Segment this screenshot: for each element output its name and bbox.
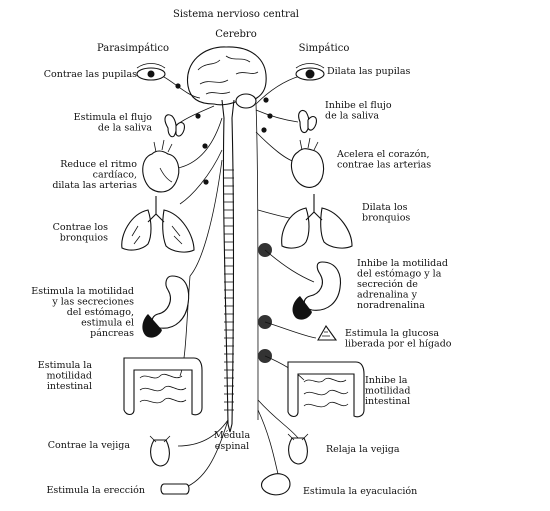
sympathetic-label-intestine-line: Inhibe la xyxy=(365,375,408,386)
sympathetic-label-genitals-line: Estimula la eyaculación xyxy=(303,486,417,497)
parasympathetic-nerves xyxy=(157,73,229,489)
parasympathetic-label-bladder-line: Contrae la vejiga xyxy=(48,440,131,451)
spinal-cord xyxy=(222,117,235,433)
sympathetic-label-heart: Acelera el corazón,contrae las arterias xyxy=(336,149,431,171)
sympathetic-label-eye: Dilata las pupilas xyxy=(327,66,410,77)
sympathetic-label-heart-line: contrae las arterias xyxy=(337,160,431,171)
sympathetic-label-stomach-line: Inhibe la motilidad xyxy=(357,258,448,269)
parasympathetic-label-genitals-line: Estimula la erección xyxy=(46,485,145,496)
spinal-label-line-2: espinal xyxy=(215,441,249,452)
sympathetic-label-intestine-line: motilidad xyxy=(365,386,411,397)
sympathetic-label-intestine-line: intestinal xyxy=(365,396,410,407)
sympathetic-label-liver-line: Estimula la glucosa xyxy=(345,328,439,339)
sympathetic-label-salivary-gland-line: Inhibe el flujo xyxy=(325,100,392,111)
brain-illustration xyxy=(186,46,267,119)
brain-label: Cerebro xyxy=(215,29,256,40)
genitals-right-illustration xyxy=(260,473,291,496)
bladder-left-illustration xyxy=(149,435,171,467)
spinal-label-line-1: Médula xyxy=(214,430,251,441)
parasympathetic-label-eye-line: Contrae las pupilas xyxy=(44,69,137,80)
parasympathetic-label-heart-line: Reduce el ritmo xyxy=(60,159,137,170)
sympathetic-label-stomach-line: del estómago y la xyxy=(357,269,442,280)
parasympathetic-label-lungs-line: bronquios xyxy=(60,233,108,244)
parasympathetic-label-intestine-line: Estimula la xyxy=(38,360,93,371)
sympathetic-nerves xyxy=(255,75,317,483)
sympathetic-chain xyxy=(255,103,272,421)
eye-left-illustration xyxy=(136,63,166,81)
salivary-gland-left-illustration xyxy=(164,114,185,138)
sympathetic-label-bladder: Relaja la vejiga xyxy=(326,444,400,455)
sympathetic-label-stomach-line: noradrenalina xyxy=(357,300,425,311)
parasympathetic-label-stomach-line: del estómago, xyxy=(67,307,134,318)
parasympathetic-label-heart-line: dilata las arterias xyxy=(52,180,137,191)
parasympathetic-label-heart-line: cardíaco, xyxy=(93,170,137,181)
salivary-gland-right-illustration xyxy=(298,109,317,134)
sympathetic-label-lungs-line: Dilata los xyxy=(362,202,408,213)
parasympathetic-heading: Parasimpático xyxy=(97,43,169,54)
sympathetic-label-liver-line: liberada por el hígado xyxy=(345,339,452,350)
parasympathetic-label-stomach-line: estimula el xyxy=(81,318,134,329)
liver-right-illustration xyxy=(317,324,338,341)
parasympathetic-label-eye: Contrae las pupilas xyxy=(44,69,137,80)
genitals-left-illustration xyxy=(160,483,190,495)
lungs-left-illustration xyxy=(121,196,195,253)
parasympathetic-label-salivary-gland-line: Estimula el flujo xyxy=(74,112,153,123)
parasympathetic-label-lungs-line: Contrae los xyxy=(53,222,109,233)
sympathetic-label-bladder-line: Relaja la vejiga xyxy=(326,444,400,455)
intestine-left-illustration xyxy=(123,357,203,416)
parasympathetic-label-intestine-line: intestinal xyxy=(47,381,92,392)
diagram-title: Sistema nervioso central xyxy=(173,9,299,20)
intestine-right-illustration xyxy=(287,361,365,418)
heart-right-illustration xyxy=(290,137,325,188)
sympathetic-label-stomach-line: adrenalina y xyxy=(357,290,418,301)
sympathetic-label-stomach-line: secreción de xyxy=(357,279,418,290)
parasympathetic-label-stomach-line: páncreas xyxy=(90,328,134,339)
bladder-right-illustration xyxy=(287,433,309,465)
stomach-right-illustration xyxy=(292,261,342,320)
parasympathetic-label-salivary-gland-line: de la saliva xyxy=(98,123,152,134)
parasympathetic-label-stomach-line: Estimula la motilidad xyxy=(31,286,134,297)
sympathetic-label-heart-line: Acelera el corazón, xyxy=(336,149,429,160)
parasympathetic-label-genitals: Estimula la erección xyxy=(46,485,145,496)
lungs-right-illustration xyxy=(281,194,353,249)
sympathetic-label-lungs-line: bronquios xyxy=(362,213,410,224)
eye-right-illustration xyxy=(295,63,325,81)
stomach-left-illustration xyxy=(142,275,190,338)
sympathetic-label-genitals: Estimula la eyaculación xyxy=(303,486,417,497)
sympathetic-label-eye-line: Dilata las pupilas xyxy=(327,66,410,77)
parasympathetic-label-stomach-line: y las secreciones xyxy=(51,297,134,308)
sympathetic-heading: Simpático xyxy=(299,43,350,54)
heart-left-illustration xyxy=(142,139,180,193)
parasympathetic-label-bladder: Contrae la vejiga xyxy=(48,440,131,451)
sympathetic-label-salivary-gland-line: de la saliva xyxy=(325,111,379,122)
parasympathetic-label-intestine-line: motilidad xyxy=(47,371,93,382)
